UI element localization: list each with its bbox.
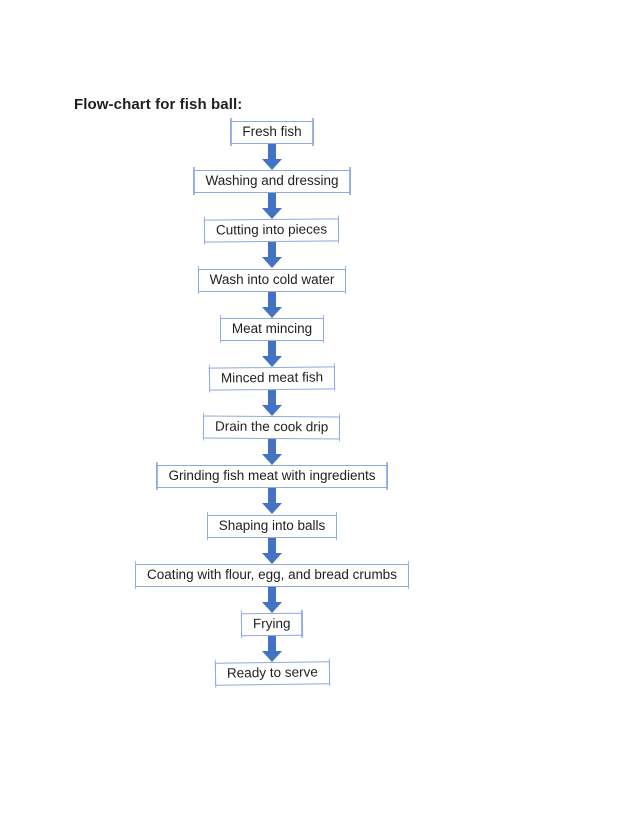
flow-step-box: Cutting into pieces	[204, 218, 340, 243]
flow-step-box: Grinding fish meat with ingredients	[156, 462, 388, 491]
flow-step-cutting-pieces: Cutting into pieces	[204, 218, 340, 243]
flow-step-grinding-ingredients: Grinding fish meat with ingredients	[156, 462, 388, 491]
flow-step-ready-to-serve: Ready to serve	[214, 661, 330, 686]
down-arrow-icon	[262, 340, 282, 367]
flow-step-box: Drain the cook drip	[203, 415, 341, 440]
flowchart: Fresh fish Washing and dressing Cutting …	[112, 118, 432, 686]
down-arrow-icon	[262, 144, 282, 170]
flow-step-minced-meat-fish: Minced meat fish	[208, 366, 336, 391]
flow-step-coating: Coating with flour, egg, and bread crumb…	[135, 560, 409, 589]
flow-step-box: Washing and dressing	[193, 167, 351, 196]
down-arrow-icon	[262, 635, 282, 662]
down-arrow-icon	[262, 389, 282, 416]
flow-step-frying: Frying	[241, 612, 303, 637]
flow-step-box: Minced meat fish	[208, 366, 336, 391]
flow-step-wash-cold-water: Wash into cold water	[197, 265, 347, 294]
flow-step-washing-dressing: Washing and dressing	[193, 167, 351, 196]
flow-step-box: Meat mincing	[219, 314, 325, 343]
down-arrow-icon	[262, 488, 282, 515]
down-arrow-icon	[262, 242, 282, 269]
down-arrow-icon	[262, 291, 282, 318]
flow-step-fresh-fish: Fresh fish	[230, 118, 314, 146]
page-title: Flow-chart for fish ball:	[74, 96, 243, 113]
flow-step-box: Fresh fish	[230, 118, 314, 146]
flow-step-shaping-balls: Shaping into balls	[206, 511, 338, 540]
down-arrow-icon	[262, 586, 282, 613]
flow-step-box: Coating with flour, egg, and bread crumb…	[135, 560, 409, 589]
down-arrow-icon	[262, 439, 282, 466]
flow-step-drain-cook-drip: Drain the cook drip	[203, 415, 341, 440]
flow-step-meat-mincing: Meat mincing	[219, 314, 325, 343]
flow-step-box: Wash into cold water	[197, 265, 347, 294]
flow-step-box: Ready to serve	[214, 661, 330, 686]
down-arrow-icon	[262, 193, 282, 220]
flow-step-box: Frying	[241, 612, 303, 637]
flow-step-box: Shaping into balls	[206, 511, 338, 540]
down-arrow-icon	[262, 537, 282, 564]
